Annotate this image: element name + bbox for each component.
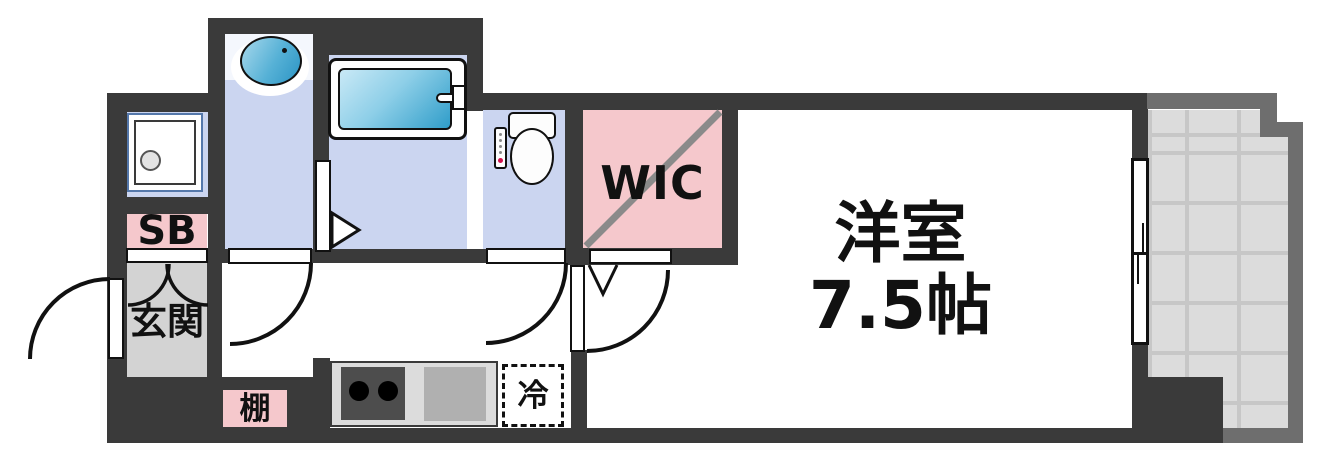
refrigerator-space bbox=[502, 364, 564, 427]
panel-red-dot bbox=[498, 158, 503, 163]
window-divider bbox=[1134, 252, 1146, 255]
washroom-door-arc bbox=[229, 262, 313, 346]
balcony-notch-patch bbox=[1277, 110, 1289, 123]
bathroom-door-leaf bbox=[315, 160, 331, 252]
shoebox-box bbox=[127, 214, 207, 248]
entry-door-leaf bbox=[108, 278, 124, 359]
balcony-wall-notch-vertical bbox=[1260, 107, 1277, 124]
main-room-size: 7.5帖 bbox=[809, 267, 992, 344]
entry-door-arc bbox=[28, 277, 111, 360]
kitchen-sink-icon bbox=[424, 367, 486, 421]
shelf-box bbox=[223, 390, 287, 427]
window-sash-tick-bottom bbox=[1137, 255, 1139, 284]
toilet-control-panel-icon bbox=[494, 127, 507, 169]
wall-bottom-outer bbox=[107, 428, 1223, 443]
panel-dot bbox=[499, 145, 502, 148]
balcony-wall-top bbox=[1147, 93, 1277, 109]
toilet-door-arc bbox=[485, 262, 568, 345]
balcony-floor bbox=[1147, 110, 1288, 428]
wall-toilet-wic-divider bbox=[565, 110, 583, 265]
burner-icon bbox=[349, 381, 369, 401]
balcony-wall-bottom bbox=[1223, 428, 1303, 443]
wall-wic-right bbox=[722, 93, 738, 265]
wall-sink-top bbox=[208, 18, 314, 34]
balcony-window bbox=[1131, 158, 1149, 345]
panel-dot bbox=[499, 139, 502, 142]
wash-basin-icon bbox=[240, 36, 302, 86]
shoebox-label: SB bbox=[137, 208, 197, 254]
toilet-door-opening bbox=[486, 248, 566, 264]
faucet-box-icon bbox=[452, 85, 466, 110]
wall-right-mid bbox=[1132, 343, 1148, 378]
shoebox-door-opening bbox=[126, 248, 208, 263]
washer-pan-icon bbox=[127, 113, 203, 192]
entrance-label: 玄関 bbox=[130, 300, 204, 343]
shelf-label: 棚 bbox=[239, 391, 271, 427]
stove-icon bbox=[341, 367, 405, 420]
basin-drain-dot bbox=[282, 48, 287, 53]
wall-entrance-divider bbox=[207, 249, 222, 378]
window-sash-tick-top bbox=[1142, 223, 1144, 252]
balcony-wall-right bbox=[1288, 122, 1303, 443]
main-room-label: 洋室 7.5帖 bbox=[758, 198, 1043, 342]
wall-bath-right bbox=[467, 18, 483, 111]
main-room-door-arc bbox=[586, 269, 670, 353]
main-room-door-leaf bbox=[570, 265, 585, 352]
panel-dot bbox=[499, 151, 502, 154]
refrigerator-label: 冷 bbox=[517, 378, 549, 414]
toilet-bowl-icon bbox=[510, 128, 554, 185]
panel-dot bbox=[499, 133, 502, 136]
washer-pan-inner bbox=[134, 120, 196, 185]
wall-washroom-divider bbox=[208, 18, 225, 250]
wall-main-door-lower bbox=[571, 350, 587, 443]
washroom-door-opening bbox=[228, 248, 312, 264]
wall-right-upper bbox=[1132, 93, 1148, 160]
wall-nook-bottom bbox=[107, 197, 213, 214]
bathtub-icon bbox=[338, 68, 452, 130]
wic-door-opening bbox=[589, 249, 672, 264]
main-room-name: 洋室 bbox=[834, 195, 967, 272]
burner-icon bbox=[378, 381, 398, 401]
wic-folding-door-mark bbox=[587, 264, 619, 298]
wic-label: WIC bbox=[600, 156, 705, 210]
wall-nook-top bbox=[107, 93, 213, 112]
wall-bottom-right-block bbox=[1132, 377, 1223, 428]
washer-drain-icon bbox=[140, 150, 161, 171]
wall-bath-top bbox=[313, 18, 483, 55]
wall-top-main bbox=[467, 93, 1148, 110]
wall-kitchen-stub bbox=[313, 358, 330, 428]
